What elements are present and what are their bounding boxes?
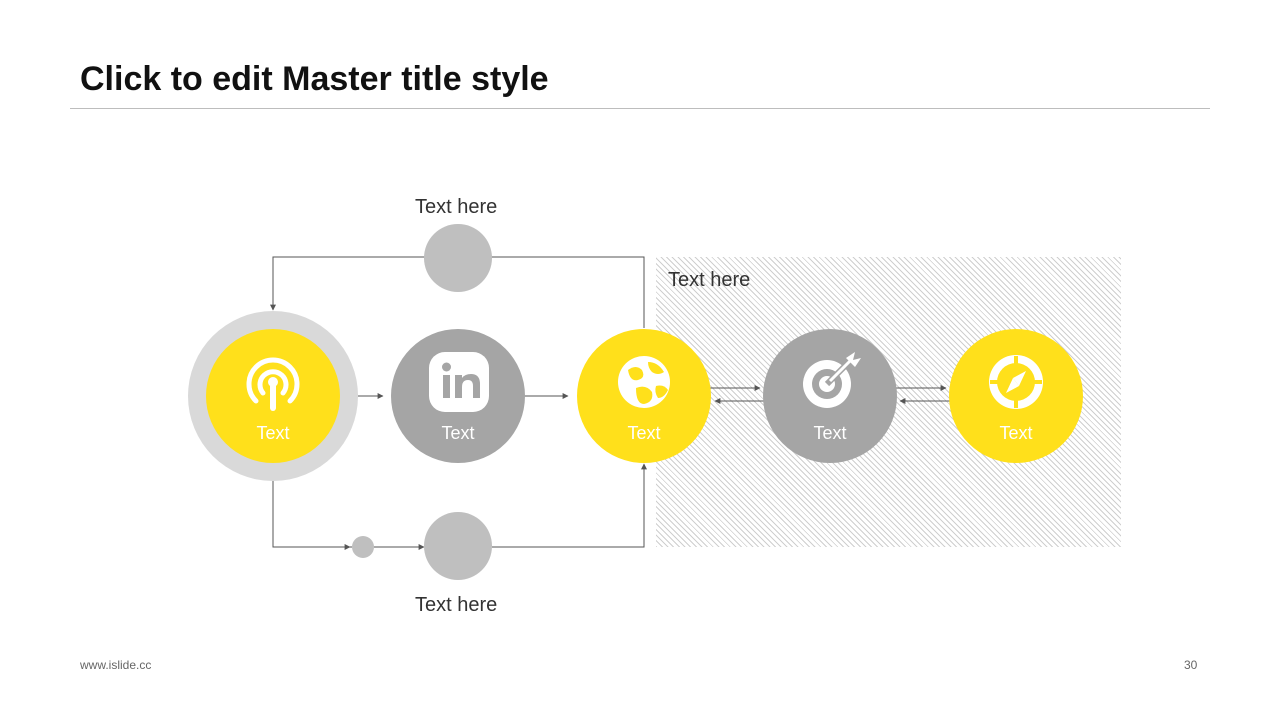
slide-title: Click to edit Master title style [80,60,549,98]
top-label: Text here [415,196,498,218]
node-2-label: Text [441,423,475,443]
page-number: 30 [1184,658,1198,672]
podcast-icon [246,357,300,411]
title-divider [70,108,1210,109]
compass-icon [989,355,1043,409]
bottom-satellite-circle [424,512,492,580]
bottom-label: Text here [415,594,498,616]
globe-icon [618,356,670,408]
node-4-label: Text [813,423,847,443]
top-satellite-circle [424,224,492,292]
bottom-return-line [492,463,647,548]
bottom-loop-line [272,480,352,548]
small-dot [352,536,374,558]
node-3-label: Text [627,423,661,443]
node-5-label: Text [999,423,1033,443]
linkedin-icon [429,352,489,412]
node-1-label: Text [256,423,290,443]
target-icon [803,352,861,408]
box-label: Text here [668,269,751,291]
footer-url: www.islide.cc [80,658,152,672]
